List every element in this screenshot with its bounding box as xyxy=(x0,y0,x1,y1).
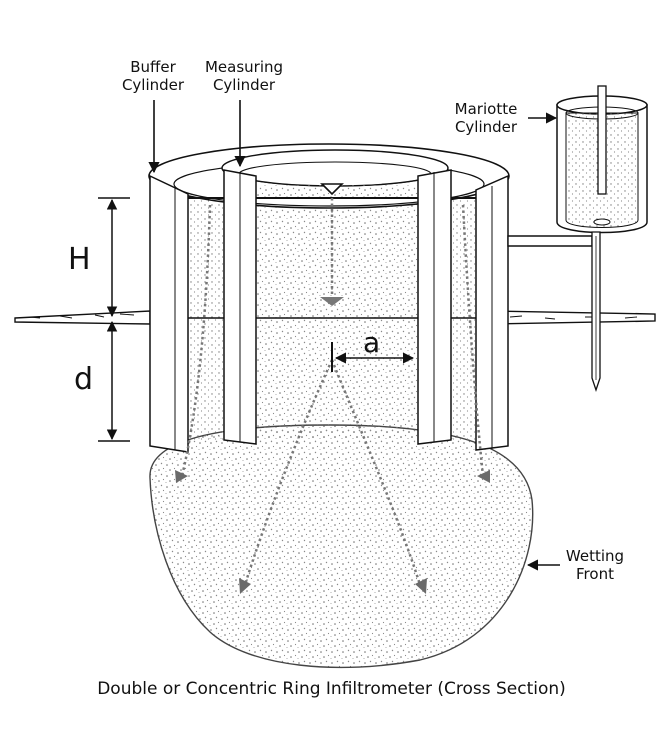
measuring-cylinder-label: Measuring Cylinder xyxy=(194,58,294,94)
d-label: d xyxy=(74,362,94,397)
mariotte-label-line2: Cylinder xyxy=(454,118,518,136)
diagram-caption: Double or Concentric Ring Infiltrometer … xyxy=(97,679,566,699)
mariotte-cylinder xyxy=(507,85,648,393)
wetting-label-line1: Wetting xyxy=(565,547,625,565)
buffer-label-line1: Buffer xyxy=(130,58,176,76)
wetting-front-label: Wetting Front xyxy=(560,547,630,583)
ground-surface-left xyxy=(14,310,151,325)
measuring-wall-left xyxy=(223,169,257,445)
buffer-wall-right xyxy=(475,174,509,451)
flow-arrows xyxy=(180,204,485,589)
mariotte-cylinder-label: Mariotte Cylinder xyxy=(446,100,526,136)
dimension-H xyxy=(98,197,130,318)
measuring-label-line1: Measuring xyxy=(204,58,284,76)
H-label: H xyxy=(68,242,91,277)
drop-arrowhead xyxy=(320,297,344,306)
buffer-label-line2: Cylinder xyxy=(121,76,185,94)
buffer-cylinder-label: Buffer Cylinder xyxy=(118,58,188,94)
flow-arrowheads xyxy=(175,470,490,594)
mariotte-label-line1: Mariotte xyxy=(454,100,518,118)
wetting-front xyxy=(149,424,534,669)
buffer-wall-left xyxy=(149,174,189,453)
water-level-symbol xyxy=(320,183,344,196)
wetting-label-line2: Front xyxy=(576,565,614,583)
measuring-wall-right xyxy=(417,169,452,445)
measuring-label-line2: Cylinder xyxy=(212,76,276,94)
ground-surface-right xyxy=(492,310,656,325)
a-label: a xyxy=(363,326,381,359)
dimension-d xyxy=(98,320,130,442)
